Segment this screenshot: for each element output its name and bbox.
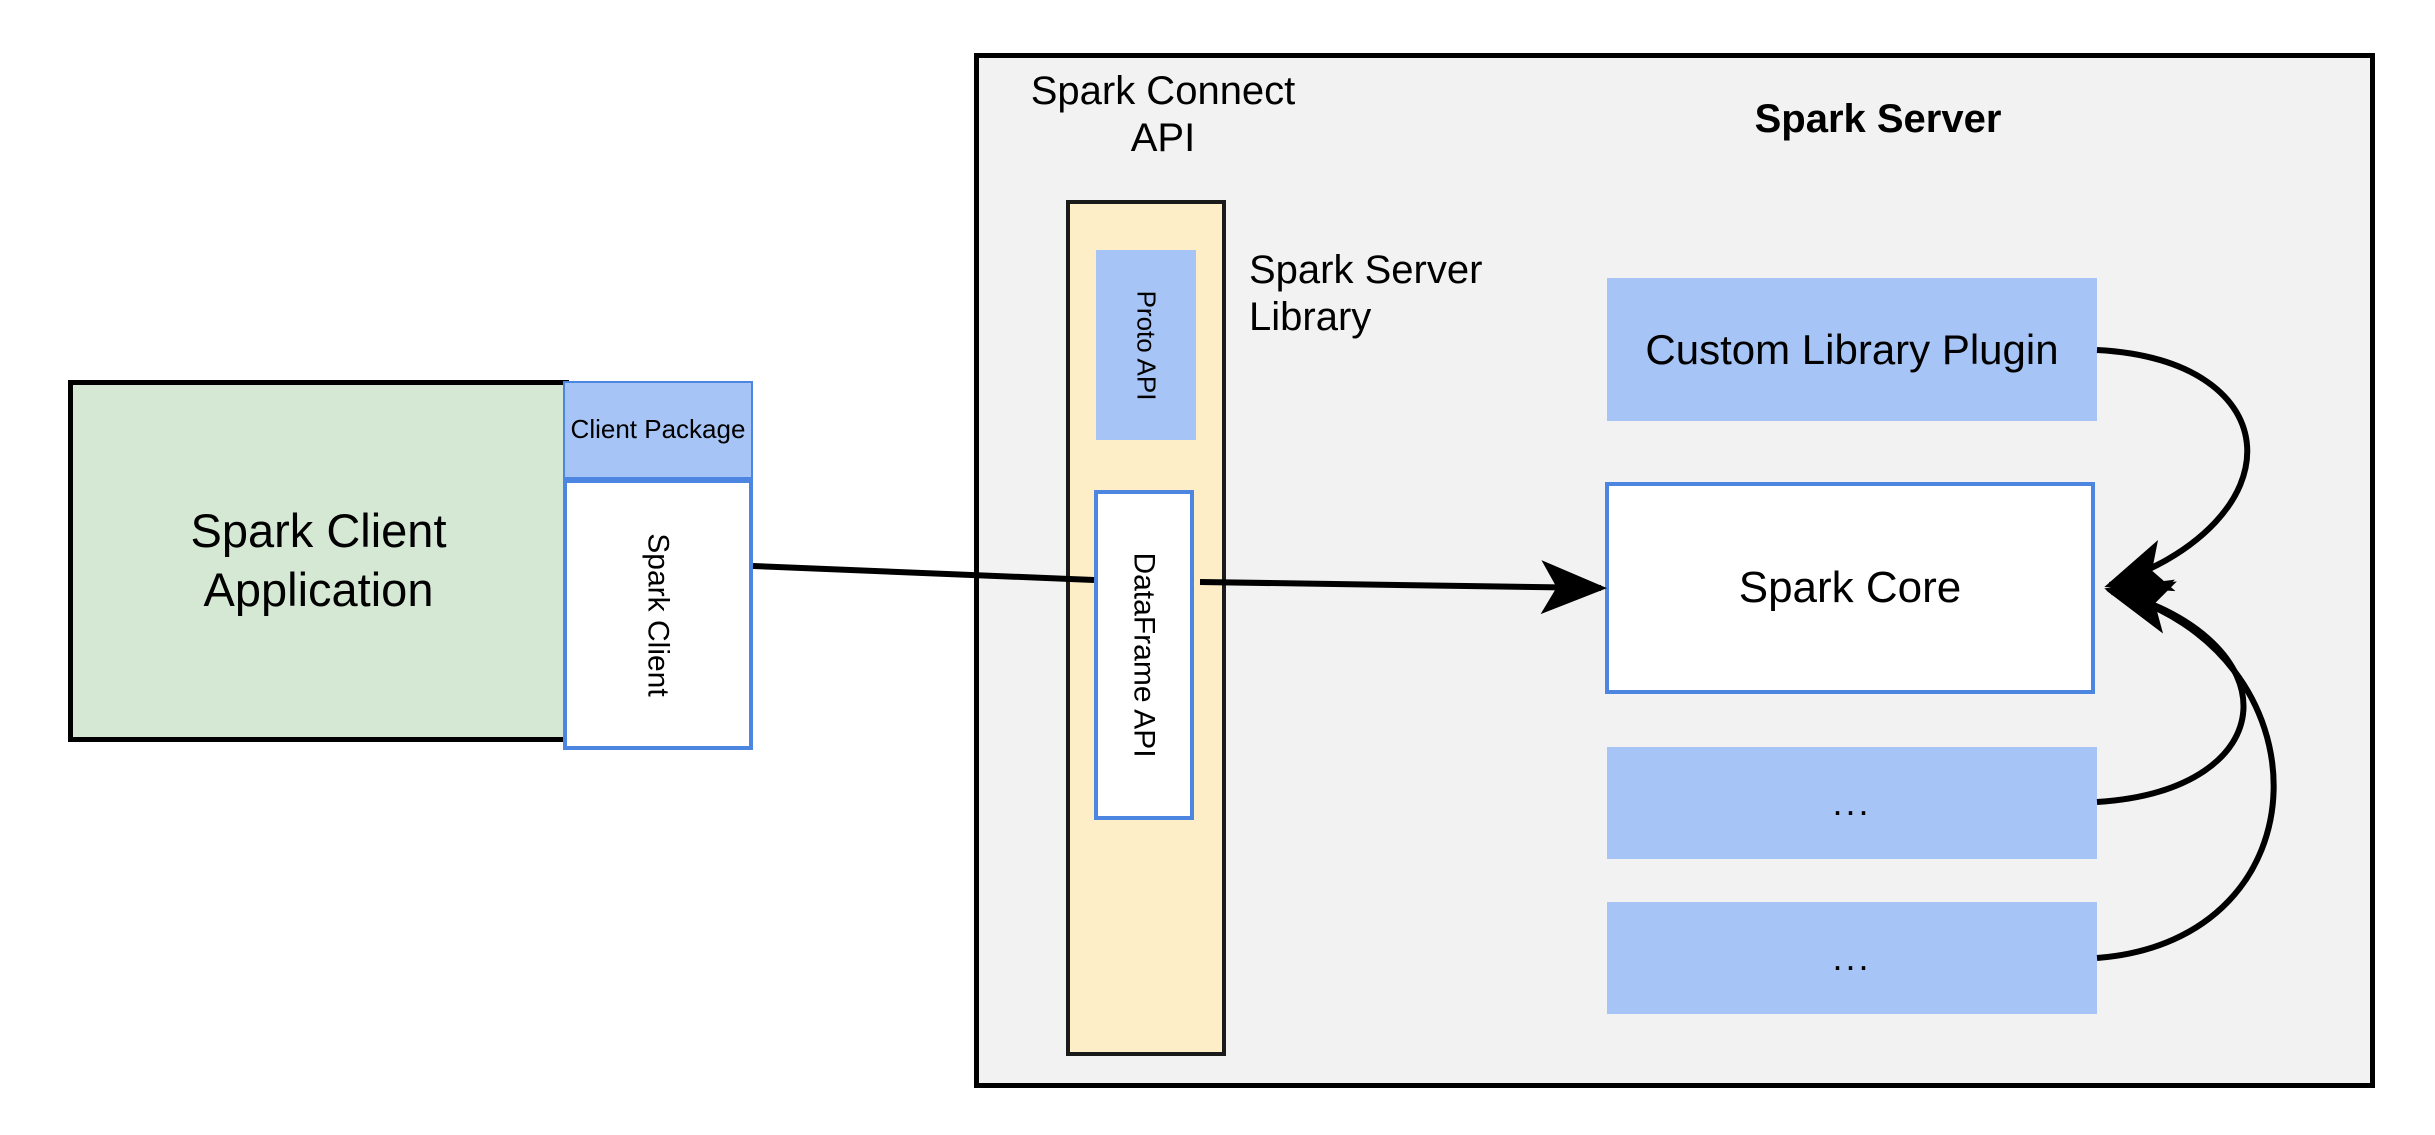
placeholder-component-box-2[interactable]: ... xyxy=(1607,902,2097,1014)
spark-server-title: Spark Server xyxy=(1754,97,2002,141)
proto-api-label: Proto API xyxy=(1131,290,1162,400)
spark-client-application-label: Spark Client Application xyxy=(190,504,447,616)
placeholder-component-label-1: ... xyxy=(1832,782,1872,823)
client-package-label: Client Package xyxy=(570,414,746,445)
placeholder-component-label-2: ... xyxy=(1832,937,1872,978)
dataframe-api-label: DataFrame API xyxy=(1128,552,1162,758)
client-package-box[interactable]: Client Package xyxy=(563,381,753,479)
spark-client-label: Spark Client xyxy=(642,532,675,697)
proto-api-box[interactable]: Proto API xyxy=(1096,250,1196,440)
spark-core-box[interactable]: Spark Core xyxy=(1605,482,2095,694)
spark-core-label: Spark Core xyxy=(1738,563,1962,612)
dataframe-api-box[interactable]: DataFrame API xyxy=(1094,490,1194,820)
custom-library-plugin-box[interactable]: Custom Library Plugin xyxy=(1607,278,2097,421)
spark-connect-api-label: Spark Connect API xyxy=(1030,69,1296,161)
placeholder-component-box-1[interactable]: ... xyxy=(1607,747,2097,859)
spark-client-application-box[interactable]: Spark Client Application xyxy=(68,380,569,742)
custom-library-plugin-label: Custom Library Plugin xyxy=(1645,325,2059,373)
spark-server-library-label: Spark Server Library xyxy=(1249,248,1483,340)
spark-client-box[interactable]: Spark Client xyxy=(563,479,753,750)
